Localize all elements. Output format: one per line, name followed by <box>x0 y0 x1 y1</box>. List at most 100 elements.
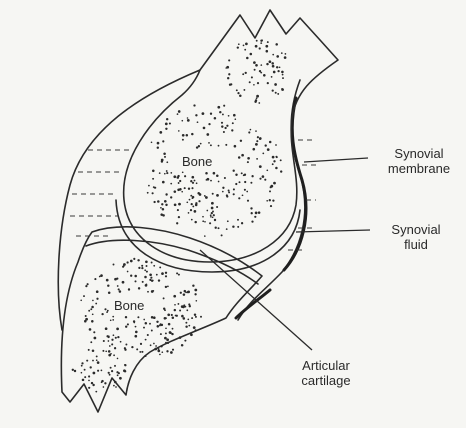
stipple-dot <box>94 337 97 340</box>
stipple-dot <box>145 322 148 325</box>
stipple-dot <box>178 182 180 184</box>
stipple-dot <box>270 186 272 188</box>
stipple-dot <box>192 205 194 207</box>
stipple-dot <box>109 374 111 376</box>
stipple-dot <box>135 331 138 334</box>
synovial-membrane-label: Synovial membrane <box>372 146 466 176</box>
stipple-dot <box>167 342 169 344</box>
stipple-dot <box>138 287 140 289</box>
stipple-dot <box>271 76 273 78</box>
stipple-dot <box>228 190 230 192</box>
stipple-dot <box>275 92 277 94</box>
stipple-dot <box>215 227 217 229</box>
stipple-dot <box>272 65 275 68</box>
stipple-dot <box>208 142 210 144</box>
stipple-dot <box>272 156 275 159</box>
stipple-dot <box>185 325 187 327</box>
stipple-dot <box>184 175 186 177</box>
stipple-dot <box>225 67 227 69</box>
stipple-dot <box>178 216 180 218</box>
stipple-dot <box>251 175 253 177</box>
stipple-dot <box>83 295 85 297</box>
stipple-dot <box>159 354 161 356</box>
stipple-dot <box>170 183 172 185</box>
stipple-dot <box>141 267 143 269</box>
stipple-dot <box>105 327 108 330</box>
stipple-dot <box>246 57 249 60</box>
stipple-dot <box>258 102 260 104</box>
stipple-dot <box>169 122 171 124</box>
joint-capsule-outline <box>58 70 200 330</box>
stipple-dot <box>214 219 216 221</box>
stipple-dot <box>111 339 113 341</box>
stipple-dot <box>270 205 272 207</box>
stipple-dot <box>226 194 228 196</box>
stipple-dot <box>176 315 178 317</box>
stipple-dot <box>195 329 197 331</box>
stipple-dot <box>160 333 162 335</box>
stipple-dot <box>194 180 196 182</box>
articular-cartilage-label-line2: cartilage <box>284 373 368 388</box>
stipple-dot <box>168 323 171 326</box>
stipple-dot <box>194 210 197 213</box>
stipple-dot <box>252 148 255 151</box>
stipple-dot <box>186 201 188 203</box>
stipple-dot <box>164 337 167 340</box>
stipple-dot <box>264 179 266 181</box>
stipple-dot <box>125 326 127 328</box>
stipple-dot <box>235 118 237 120</box>
stipple-dot <box>251 76 253 78</box>
stipple-dot <box>281 88 284 91</box>
stipple-dot <box>241 222 243 224</box>
stipple-dot <box>100 274 103 277</box>
stipple-dot <box>182 139 184 141</box>
stipple-dot <box>247 161 249 163</box>
stipple-dot <box>178 203 181 206</box>
stipple-dot <box>174 203 177 206</box>
stipple-dot <box>144 276 147 279</box>
stipple-dot <box>154 187 156 189</box>
stipple-dot <box>210 214 212 216</box>
stipple-dot <box>151 262 153 264</box>
stipple-dot <box>141 351 143 353</box>
stipple-dot <box>209 222 211 224</box>
synovial-fluid-label: Synovial fluid <box>374 222 458 252</box>
stipple-dot <box>174 309 176 311</box>
stipple-dot <box>158 348 160 350</box>
stipple-dot <box>163 152 166 155</box>
stipple-dot <box>116 328 119 331</box>
stipple-dot <box>244 189 246 191</box>
stipple-dot <box>165 342 167 344</box>
stipple-dot <box>244 181 246 183</box>
stipple-dot <box>109 345 111 347</box>
stipple-dot <box>254 216 256 218</box>
stipple-dot <box>260 72 262 74</box>
stipple-dot <box>111 370 113 372</box>
stipple-dot <box>166 350 168 352</box>
stipple-dot <box>284 56 287 59</box>
stipple-dot <box>151 290 154 293</box>
stipple-dot <box>227 220 229 222</box>
stipple-dot <box>166 172 168 174</box>
stipple-dot <box>164 156 166 158</box>
stipple-dot <box>187 119 190 122</box>
stipple-dot <box>88 380 90 382</box>
stipple-dot <box>237 219 239 221</box>
stipple-dot <box>193 104 195 106</box>
stipple-dot <box>255 143 258 146</box>
stipple-dot <box>102 350 104 352</box>
stipple-dot <box>205 172 208 175</box>
stipple-dot <box>183 293 186 296</box>
stipple-dot <box>172 349 174 351</box>
stipple-dot <box>164 200 167 203</box>
stipple-dot <box>262 153 264 155</box>
stipple-dot <box>267 148 270 151</box>
stipple-dot <box>153 343 155 345</box>
stipple-dot <box>114 347 116 349</box>
stipple-dot <box>113 334 115 336</box>
upper-bone-stipple <box>147 39 287 236</box>
stipple-dot <box>90 366 92 368</box>
stipple-dot <box>112 319 114 321</box>
stipple-dot <box>124 347 126 349</box>
